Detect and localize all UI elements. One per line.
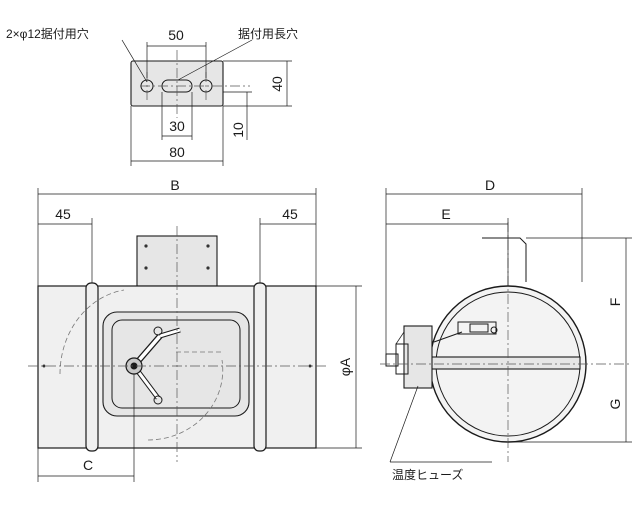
inspection-window-outer: [102, 311, 250, 417]
front-dim-B: B: [170, 177, 179, 193]
front-dim-45-left: 45: [55, 206, 71, 222]
side-dim-D: D: [485, 177, 495, 193]
mounting-bracket-detail: 2×φ12据付用穴 据付用長穴 50 30 80 40 10: [6, 26, 298, 166]
front-dim-45-right: 45: [282, 206, 298, 222]
temperature-fuse-assembly: [433, 321, 498, 343]
bracket-dim-50: 50: [168, 27, 184, 43]
right-collar-band: [253, 282, 267, 452]
actuator-housing: [385, 325, 433, 389]
top-mounting-bracket: [136, 235, 218, 287]
fuse-leader-line: [389, 385, 419, 463]
side-dim-E: E: [441, 206, 450, 222]
slot-leader-line: [177, 39, 253, 81]
bracket-dim-10: 10: [230, 122, 246, 138]
side-dim-G: G: [607, 399, 623, 410]
hole-label: 2×φ12据付用穴: [6, 26, 89, 41]
fuse-label: 温度ヒューズ: [392, 467, 463, 482]
slot-label: 据付用長穴: [238, 26, 298, 41]
front-dim-phiA: φA: [337, 357, 353, 376]
inspection-window-inner: [111, 319, 241, 409]
bracket-dim-80: 80: [169, 144, 185, 160]
damper-blade: [427, 356, 581, 370]
bracket-dim-30: 30: [169, 118, 185, 134]
side-dim-F: F: [607, 298, 623, 307]
front-dim-C: C: [83, 457, 93, 473]
side-view: D E F G 温度ヒューズ: [380, 177, 632, 482]
front-view: B 45 45 φA C: [28, 177, 362, 482]
hole-leader-line: [121, 39, 148, 83]
bracket-dim-40: 40: [269, 76, 285, 92]
